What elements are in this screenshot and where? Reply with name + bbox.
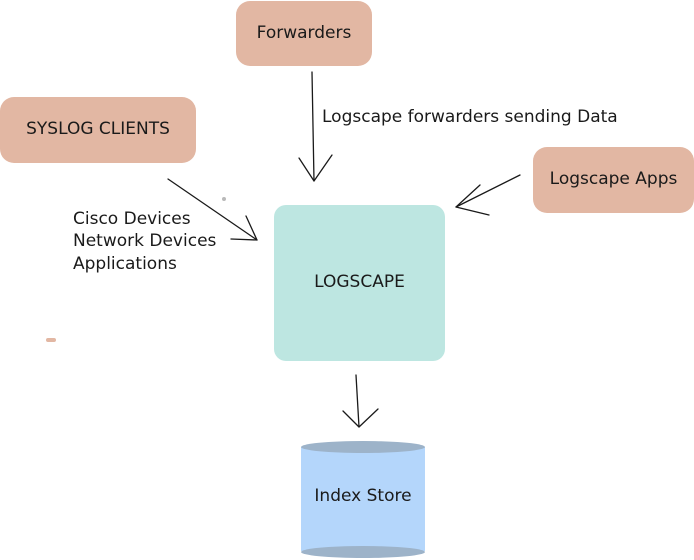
node-syslog-clients-label: SYSLOG CLIENTS [26, 119, 170, 140]
node-syslog-clients: SYSLOG CLIENTS [0, 97, 196, 163]
node-forwarders: Forwarders [236, 1, 372, 66]
node-forwarders-label: Forwarders [256, 22, 352, 43]
arrow-apps-to-logscape [455, 174, 521, 208]
syslog-source-cisco: Cisco Devices [73, 209, 191, 229]
forwarders-edge-label: Logscape forwarders sending Data [322, 107, 618, 127]
stray-dash-mark [46, 338, 56, 342]
node-logscape-label: LOGSCAPE [314, 272, 405, 293]
node-logscape-apps-label: Logscape Apps [549, 169, 678, 190]
node-logscape: LOGSCAPE [274, 205, 445, 361]
syslog-source-network: Network Devices [73, 231, 217, 252]
node-logscape-apps: Logscape Apps [533, 147, 694, 213]
arrowhead-store [342, 408, 379, 428]
arrowhead-forwarders [298, 154, 333, 182]
arrow-logscape-to-store [355, 374, 360, 428]
arrow-forwarders-to-logscape [311, 71, 315, 182]
node-index-store: Index Store [300, 440, 426, 560]
stray-dot-mark [222, 197, 226, 201]
syslog-source-applications: Applications [73, 253, 177, 274]
node-index-store-label: Index Store [314, 486, 412, 506]
syslog-sources-list: Cisco Devices Network Devices Applicatio… [73, 208, 216, 275]
database-cylinder-icon [301, 441, 425, 558]
arrowhead-syslog [230, 215, 258, 241]
arrowhead-apps [455, 184, 490, 216]
